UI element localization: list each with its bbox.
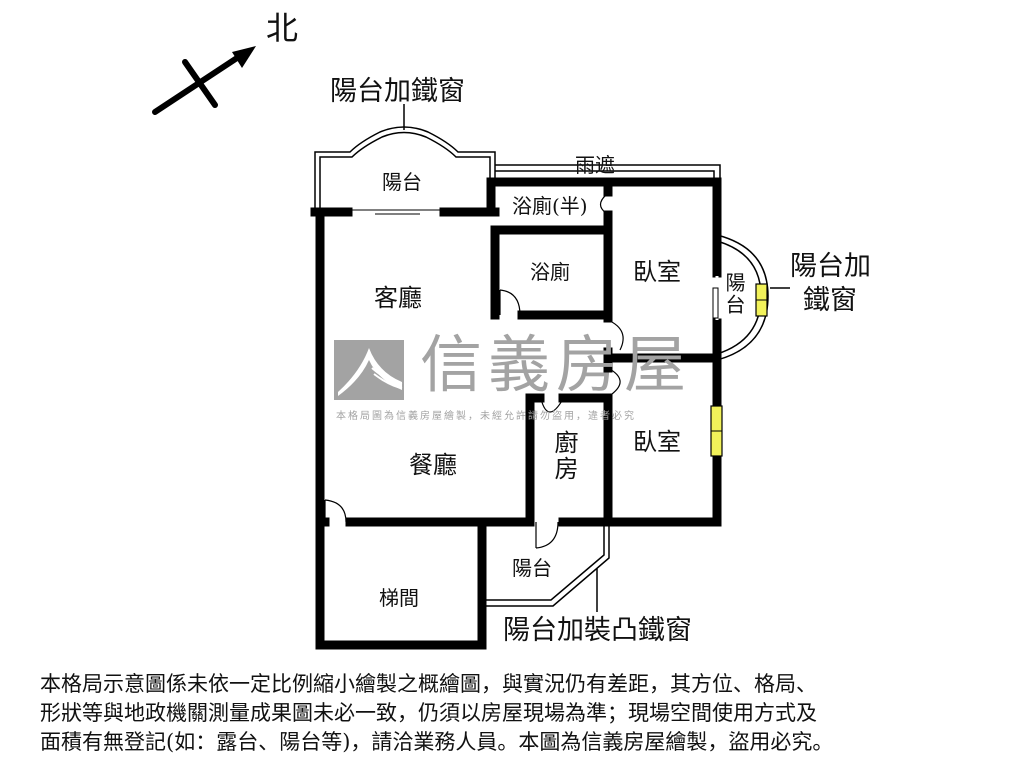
room-dining: 餐廳 — [409, 451, 457, 479]
room-balcony-right: 陽台 — [722, 272, 746, 316]
bottom-balcony-callout: 陽台加裝凸鐵窗 — [503, 615, 692, 646]
disclaimer-line-3: 面積有無登記(如：露台、陽台等)，請洽業務人員。本圖為信義房屋繪製，盜用必究。 — [40, 730, 834, 754]
top-balcony-callout: 陽台加鐵窗 — [330, 76, 465, 107]
room-balcony-top: 陽台 — [382, 170, 422, 194]
top-balcony-outline — [314, 104, 496, 212]
disclaimer-line-1: 本格局示意圖係未依一定比例縮小繪製之概繪圖，與實況仍有差距，其方位、格局、 — [40, 672, 817, 696]
room-bedroom-2: 臥室 — [633, 428, 681, 456]
watermark-brand: 信義房屋 — [420, 328, 693, 401]
window-icon — [710, 283, 768, 457]
disclaimer: 本格局示意圖係未依一定比例縮小繪製之概繪圖，與實況仍有差距，其方位、格局、 形狀… — [40, 670, 1000, 757]
room-balcony-bottom: 陽台 — [512, 556, 552, 580]
brand-logo-icon — [334, 340, 404, 400]
room-stairwell: 梯間 — [379, 586, 419, 610]
awning-label: 雨遮 — [575, 153, 615, 177]
awning-outline — [495, 164, 721, 180]
compass-north-label: 北 — [266, 9, 299, 47]
right-balcony-callout-line2: 鐵窗 — [803, 285, 857, 316]
north-arrow-icon — [152, 46, 256, 115]
room-bedroom-1: 臥室 — [633, 258, 681, 286]
walls — [310, 177, 722, 650]
watermark-notice: 本格局圖為信義房屋繪製，未經允許請勿盜用，違者必究 — [336, 411, 636, 422]
sliding-door — [350, 209, 442, 215]
room-bath: 浴廁 — [530, 260, 570, 284]
bottom-balcony-outline — [486, 526, 610, 612]
room-living: 客廳 — [374, 284, 422, 312]
room-kitchen: 廚房 — [550, 430, 578, 482]
right-balcony-callout-line1: 陽台加 — [790, 251, 871, 282]
door-swings — [324, 194, 624, 549]
disclaimer-line-2: 形狀等與地政機關測量成果圖未必一致，仍須以房屋現場為準；現場空間使用方式及 — [40, 701, 817, 725]
room-half-bath: 浴廁(半) — [512, 194, 588, 218]
